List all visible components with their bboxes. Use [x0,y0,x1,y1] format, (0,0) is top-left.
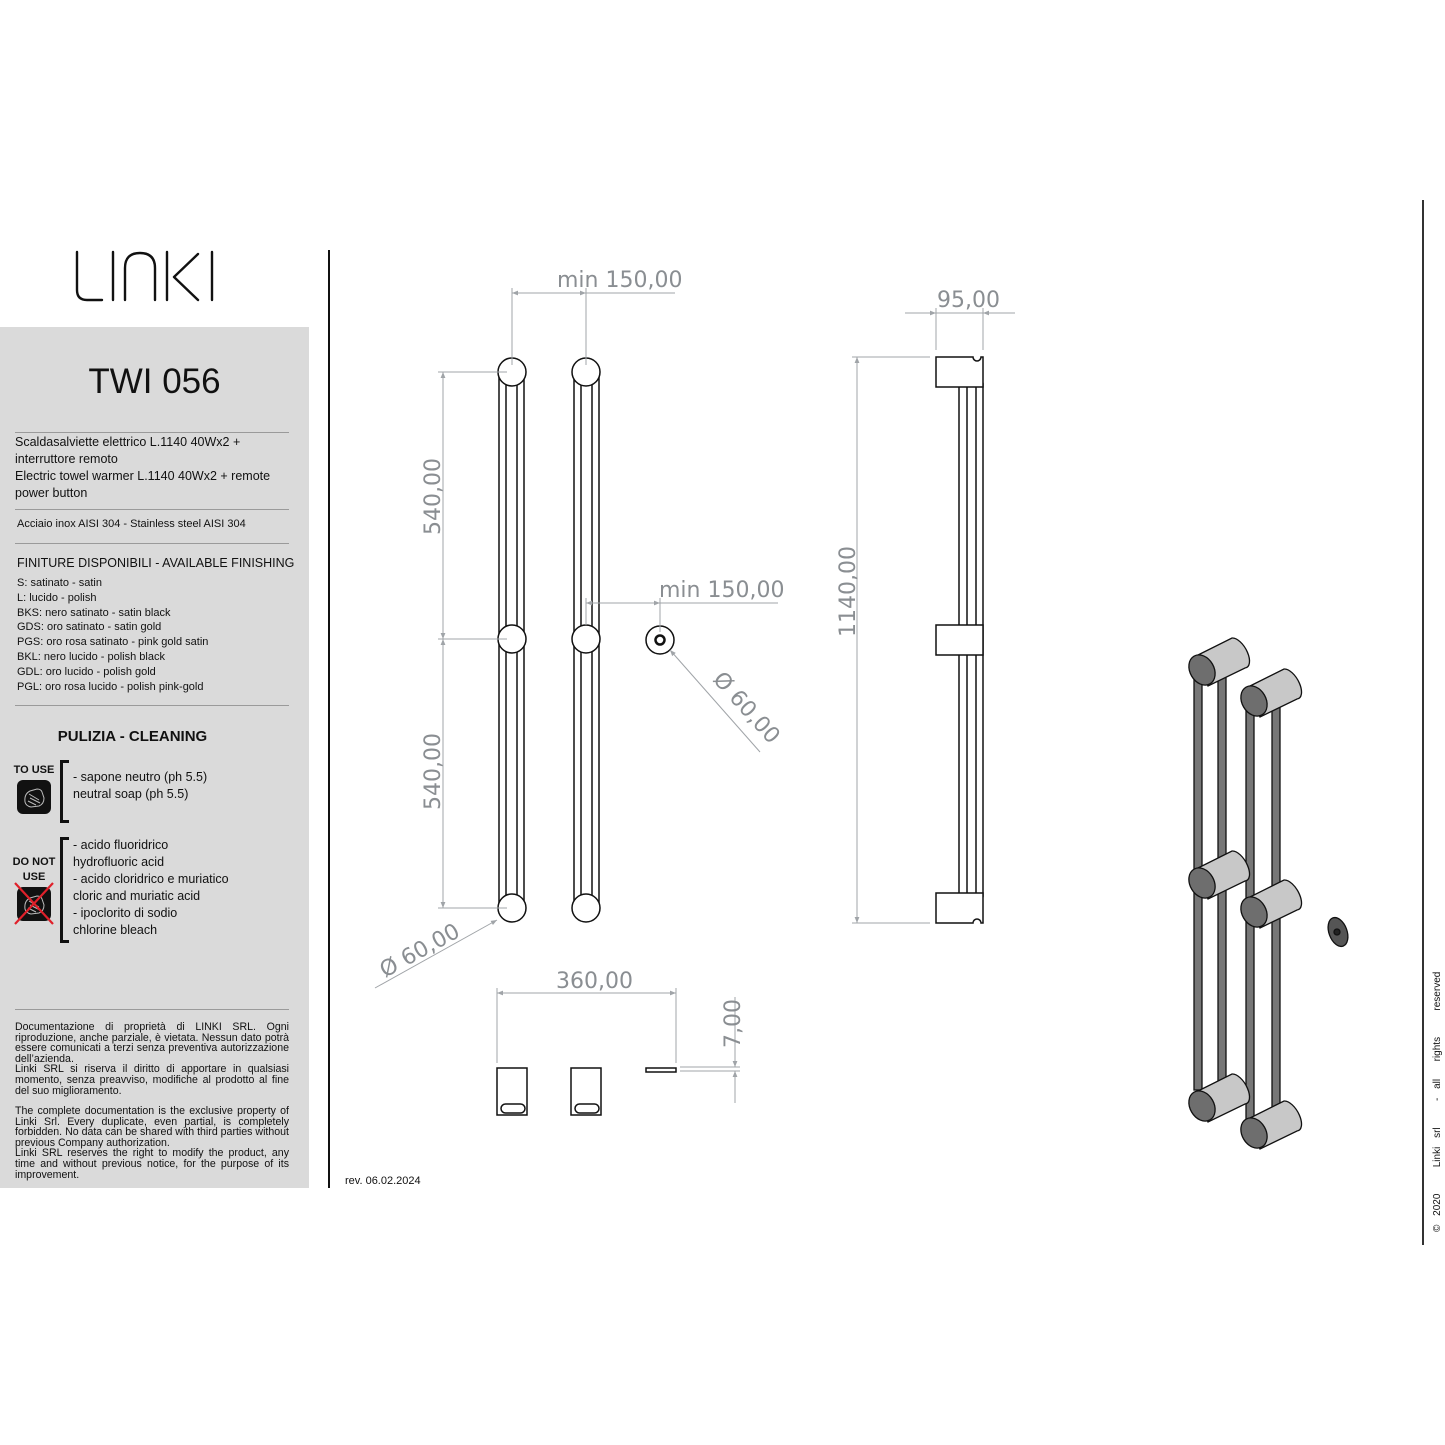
logo-graphic [75,250,214,302]
do-not-use-item: cloric and muriatic acid [73,889,201,903]
dim-540-upper: 540,00 [421,458,446,535]
description-it: Scaldasalviette elettrico L.1140 40Wx2 +… [15,435,241,466]
do-not-use-item: - ipoclorito di sodio [73,906,178,920]
finishing-list: S: satinato - satin L: lucido - polish B… [17,576,208,694]
dim-540-lower: 540,00 [421,733,446,810]
do-not-use-item: - acido cloridrico e muriatico [73,872,229,886]
legal-notice-it: Documentazione di proprietà di LINKI SRL… [15,1021,289,1097]
do-not-use-item: - acido fluoridrico [73,838,169,852]
divider [15,705,289,706]
do-not-use-item: chlorine bleach [73,923,158,937]
do-not-use-list: - acido fluoridrico hydrofluoric acid - … [73,837,229,939]
info-panel [0,327,309,1188]
to-use-item: neutral soap (ph 5.5) [73,787,189,801]
dim-min-150-top: min 150,00 [557,268,682,293]
finishing-title: FINITURE DISPONIBILI - AVAILABLE FINISHI… [17,556,295,570]
sheet-divider [328,250,330,1188]
product-code: TWI 056 [88,362,221,401]
dim-1140: 1140,00 [836,546,861,637]
divider [15,509,289,510]
revision-date: rev. 06.02.2024 [345,1175,421,1187]
cleaning-title: PULIZIA - CLEANING [57,728,208,745]
finishing-item: PGL: oro rosa lucido - polish pink-gold [17,680,204,693]
dim-min-150-button: min 150,00 [659,578,784,603]
hand-washing-icon [17,780,51,814]
divider [15,1009,289,1010]
divider [15,432,289,433]
bracket [60,760,69,823]
linki-logo [72,246,222,306]
front-view [497,357,675,923]
do-not-use-label: DO NOT USE [12,856,56,883]
finishing-item: PGS: oro rosa satinato - pink gold satin [17,636,209,649]
finishing-item: BKS: nero satinato - satin black [17,606,171,619]
legal-notice-en: The complete documentation is the exclus… [15,1105,289,1181]
top-view [496,1067,677,1116]
dim-95: 95,00 [937,288,1000,313]
material: Acciaio inox AISI 304 - Stainless steel … [17,518,246,530]
sheet-border-right [1422,200,1424,1245]
dim-7: 7,00 [721,999,746,1048]
finishing-item: S: satinato - satin [17,577,102,589]
description-en: Electric towel warmer L.1140 40Wx2 + rem… [15,469,271,500]
product-description: Scaldasalviette elettrico L.1140 40Wx2 +… [15,434,300,502]
to-use-label: TO USE [13,764,55,776]
bracket [60,837,69,943]
dim-360: 360,00 [556,969,633,994]
side-view [935,356,984,924]
hand-washing-crossed-icon [14,882,54,925]
isometric-view [1188,637,1349,1150]
finishing-item: L: lucido - polish [17,591,97,604]
finishing-item: GDL: oro lucido - polish gold [17,665,156,678]
finishing-item: BKL: nero lucido - polish black [17,650,165,663]
finishing-item: GDS: oro satinato - satin gold [17,621,162,634]
to-use-item: - sapone neutro (ph 5.5) [73,770,208,784]
divider [15,543,289,544]
to-use-list: - sapone neutro (ph 5.5) neutral soap (p… [73,769,207,803]
do-not-use-item: hydrofluoric acid [73,855,165,869]
dim-diameter-bar: Ø 60,00 [376,919,464,983]
